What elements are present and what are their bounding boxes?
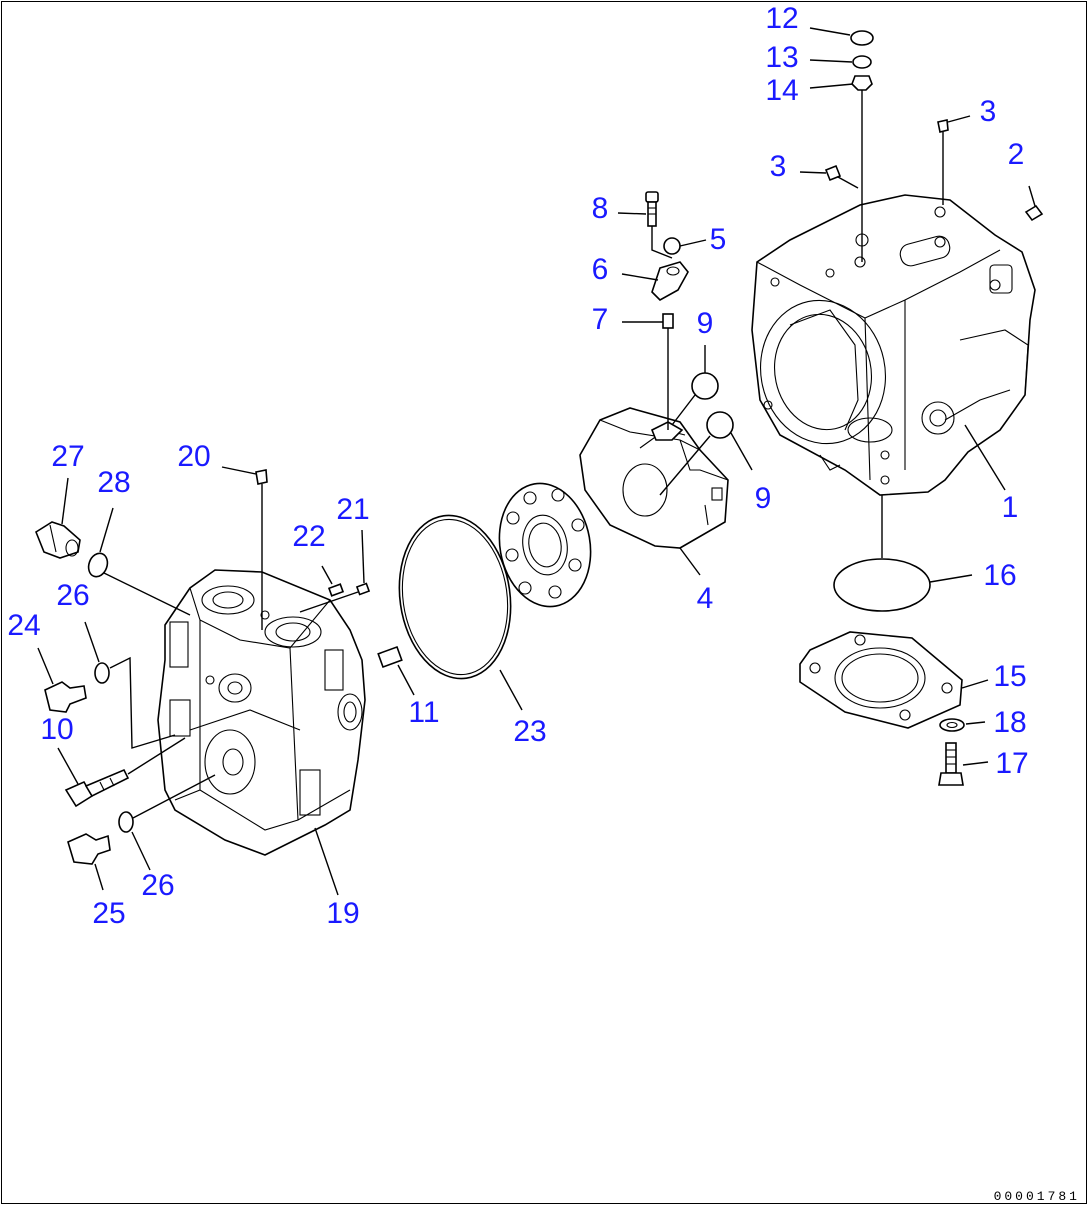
callout-14: 14 — [765, 74, 798, 107]
callout-9-upper: 9 — [697, 307, 714, 340]
part-2-plug — [1024, 185, 1044, 222]
part-11-dowel-pin — [377, 645, 415, 696]
part-19-end-cap — [157, 569, 366, 896]
part-26-o-ring-upper — [84, 621, 176, 749]
part-22-pin — [321, 565, 345, 597]
callout-20: 20 — [177, 440, 210, 473]
part-23-gasket — [398, 514, 523, 711]
callout-23: 23 — [513, 715, 546, 748]
part-14-nut — [809, 75, 873, 262]
callout-28: 28 — [97, 466, 130, 499]
callout-3-left: 3 — [770, 150, 787, 183]
callout-13: 13 — [765, 41, 798, 74]
part-9-ball-lower — [659, 411, 753, 496]
callout-27: 27 — [51, 440, 84, 473]
callout-18: 18 — [993, 706, 1026, 739]
part-16-o-ring — [833, 495, 973, 612]
callout-5: 5 — [710, 223, 727, 256]
part-27-fitting — [35, 477, 81, 559]
callout-12: 12 — [765, 2, 798, 35]
valve-plate — [498, 482, 592, 608]
callout-22: 22 — [292, 520, 325, 553]
callout-11: 11 — [408, 696, 439, 729]
callout-8: 8 — [592, 192, 609, 225]
part-6-lever — [621, 261, 689, 301]
part-26-o-ring-lower — [118, 774, 216, 871]
part-20-plug — [221, 466, 268, 630]
part-21-pin — [299, 529, 371, 613]
callout-3-right: 3 — [980, 95, 997, 128]
part-1-pump-case — [751, 194, 1036, 496]
callout-10: 10 — [40, 713, 73, 746]
document-id: 00001781 — [994, 1189, 1080, 1204]
part-25-plug — [67, 833, 111, 891]
callout-25: 25 — [92, 897, 125, 930]
part-7-pin — [622, 313, 674, 430]
part-17-bolt — [938, 742, 989, 786]
callout-15: 15 — [993, 660, 1026, 693]
part-12-o-ring — [809, 27, 874, 46]
part-3-plug-right — [937, 115, 971, 205]
part-15-flange — [799, 631, 989, 729]
callout-16: 16 — [983, 559, 1016, 592]
callout-1: 1 — [1002, 491, 1019, 524]
callout-26-upper: 26 — [56, 579, 89, 612]
callout-2: 2 — [1008, 138, 1025, 171]
callout-7: 7 — [592, 303, 609, 336]
part-24-plug — [37, 647, 87, 713]
part-10-bolt — [57, 737, 186, 808]
part-9-ball-upper — [671, 345, 719, 426]
part-28-o-ring — [87, 507, 191, 616]
callout-26-lower: 26 — [141, 869, 174, 902]
callout-19: 19 — [326, 897, 359, 930]
part-8-bolt — [617, 191, 673, 259]
callout-4: 4 — [697, 582, 714, 615]
callout-21: 21 — [336, 493, 369, 526]
callout-6: 6 — [592, 253, 609, 286]
part-4-swash-plate — [579, 407, 729, 576]
part-5-ball — [663, 237, 681, 255]
part-13-plug — [809, 55, 872, 69]
callout-24: 24 — [7, 609, 40, 642]
callout-17: 17 — [995, 747, 1028, 780]
part-3-plug-left — [799, 164, 859, 189]
part-18-washer — [939, 718, 986, 732]
callout-9-lower: 9 — [755, 482, 772, 515]
